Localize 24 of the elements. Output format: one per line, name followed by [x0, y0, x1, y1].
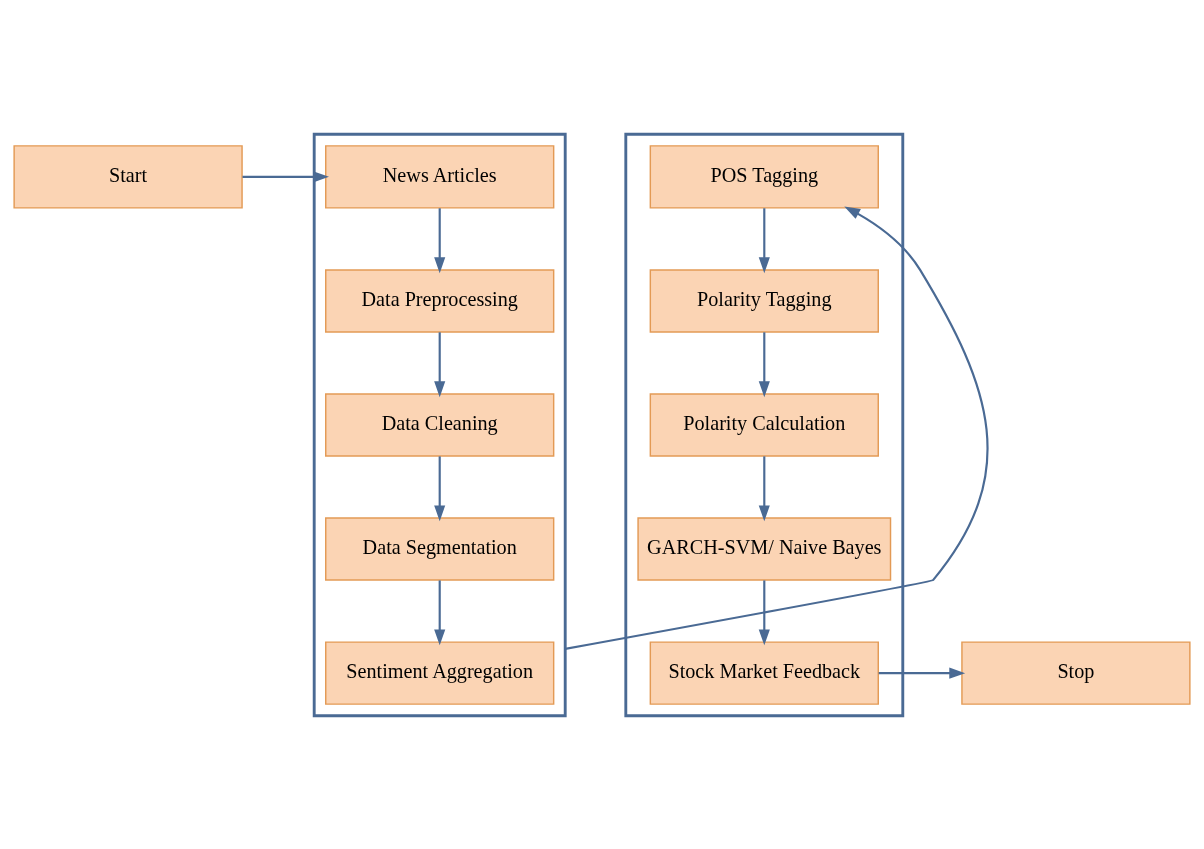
node-box: Sentiment Aggregation — [325, 640, 555, 705]
node-box: Polarity Calculation — [649, 392, 879, 457]
node-box: Data Preprocessing — [325, 268, 555, 333]
arrow — [434, 207, 446, 273]
node-box: GARCH-SVM/ Naive Bayes — [637, 516, 892, 581]
node-box: Stock Market Feedback — [649, 640, 879, 705]
node-box: Stop — [961, 640, 1191, 705]
arrow — [565, 205, 989, 650]
arrow — [878, 667, 966, 679]
node-box: Start — [13, 144, 243, 209]
arrow — [434, 455, 446, 521]
arrow — [434, 579, 446, 645]
arrow — [242, 170, 329, 182]
cluster — [624, 132, 905, 717]
arrow — [434, 331, 446, 397]
node-box: Data Cleaning — [325, 392, 555, 457]
node-box: Polarity Tagging — [649, 268, 879, 333]
node-box: POS Tagging — [649, 144, 879, 209]
arrow — [758, 331, 770, 397]
arrow — [758, 455, 770, 521]
arrow — [758, 207, 770, 273]
node-box: Data Segmentation — [325, 516, 555, 581]
arrow — [758, 579, 770, 645]
node-box: News Articles — [325, 144, 555, 209]
